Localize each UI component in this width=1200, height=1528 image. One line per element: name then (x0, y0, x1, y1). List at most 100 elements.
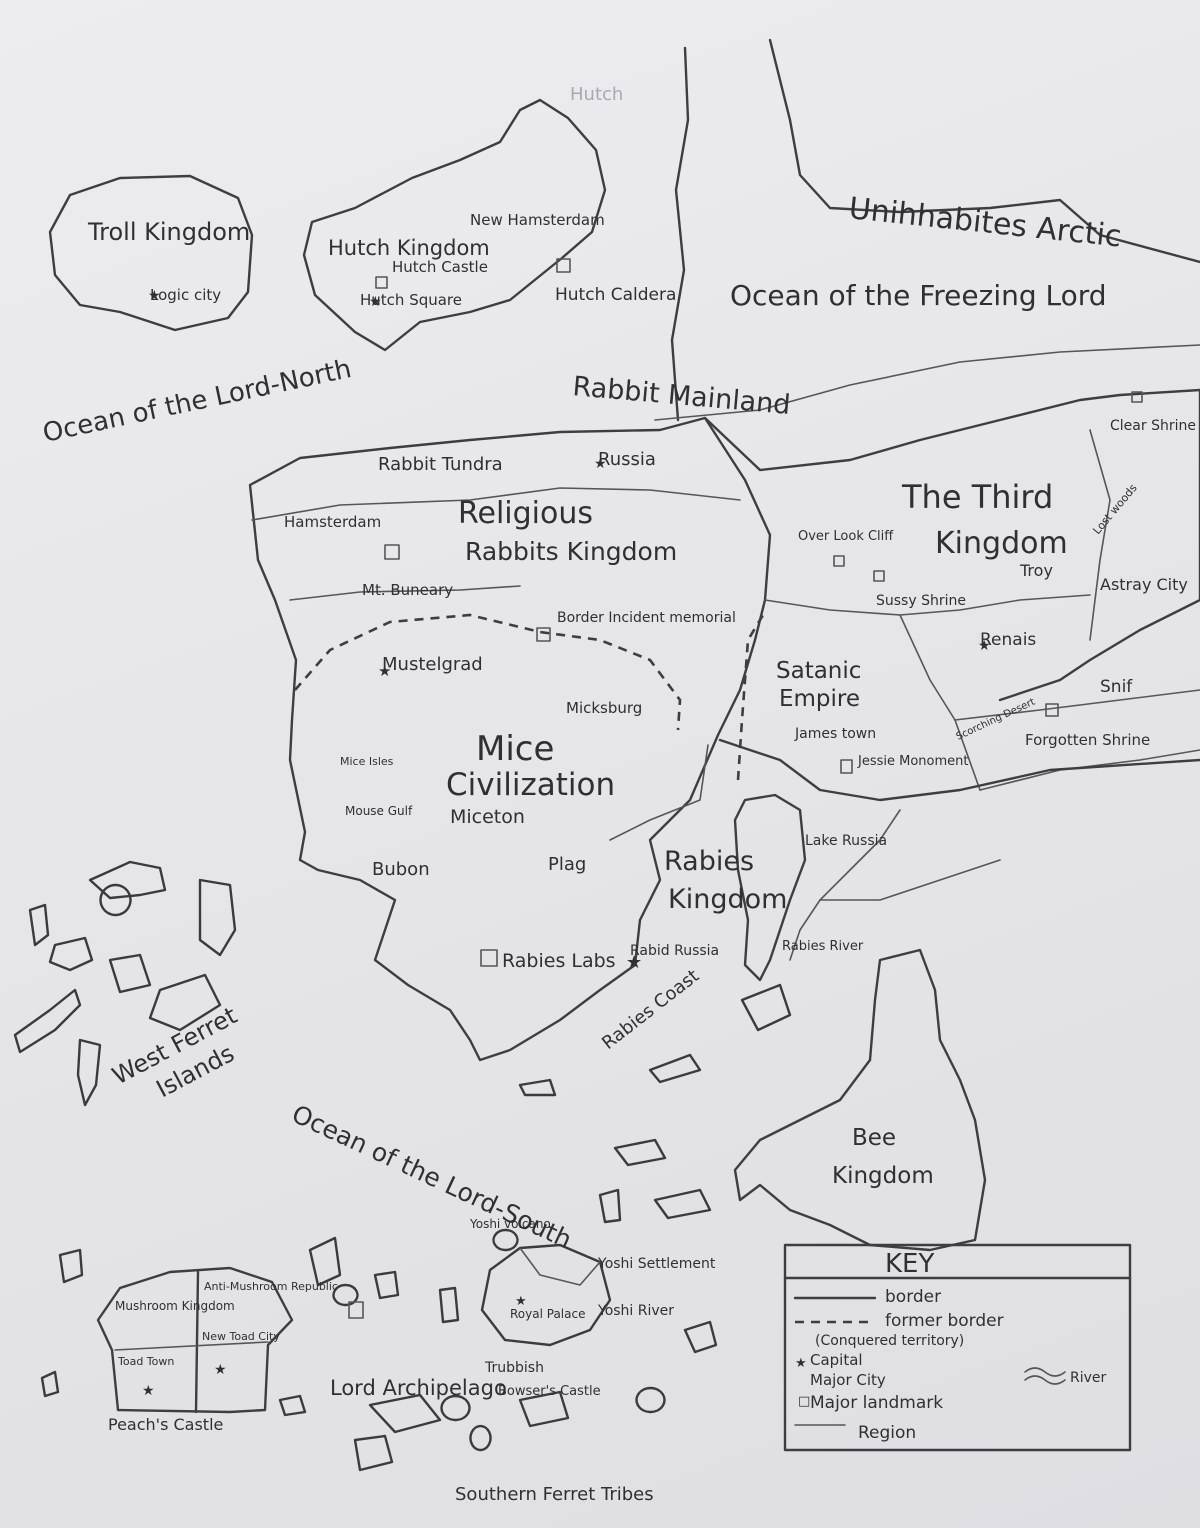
bubon-label: Bubon (372, 859, 430, 880)
rabies-border (609, 744, 709, 841)
ferret-island-3 (99, 883, 132, 917)
mt-buneary-label: Mt. Buneary (362, 581, 453, 599)
logic-city-label: Logic city (150, 286, 221, 304)
rabid-russia-label: Rabid Russia (630, 943, 719, 959)
rabies-labs-label: Rabies Labs (502, 950, 616, 972)
toad-town-label: Toad Town (117, 1355, 174, 1368)
capital-star-icon: ★ (978, 638, 991, 654)
yoshi-settlement-label: Yoshi Settlement (597, 1256, 716, 1272)
freezing-coast-line (654, 344, 1200, 421)
east-land-line (819, 859, 1001, 901)
mice-isles-label: Mice Isles (340, 755, 394, 768)
ocean-freezing-label: Ocean of the Freezing Lord (730, 279, 1107, 312)
hutch-faint-label: Hutch (570, 84, 623, 105)
snif-label: Snif (1100, 677, 1133, 697)
key-major-landmark-label: Major landmark (810, 1393, 943, 1413)
ocean-north-label: Ocean of the Lord-North (40, 354, 354, 449)
mouse-gulf-label: Mouse Gulf (345, 804, 413, 818)
lake-russia-label: Lake Russia (805, 833, 887, 849)
south-island-13 (518, 1390, 570, 1428)
troll-kingdom-island (48, 174, 254, 332)
mushroom-kingdom-label: Mushroom Kingdom (115, 1299, 235, 1313)
east-coast (718, 738, 1200, 802)
key-border-label: border (885, 1287, 941, 1307)
religious-label-2: Rabbits Kingdom (465, 537, 677, 566)
south-island-7 (683, 1320, 718, 1354)
key-river-label: River (1070, 1370, 1107, 1386)
royal-palace-label: Royal Palace (510, 1307, 585, 1321)
yoshi-river-label: Yoshi River (597, 1303, 674, 1319)
south-island-1 (518, 1078, 557, 1097)
south-island-10 (438, 1286, 460, 1324)
satanic-label-2: Empire (779, 686, 860, 712)
capital-star-icon: ★ (795, 1356, 807, 1371)
third-kingdom-label-1: The Third (901, 478, 1053, 516)
key-title: KEY (885, 1249, 934, 1279)
landmark-square-icon: □ (798, 1394, 810, 1409)
satanic-east-border (899, 614, 981, 791)
ferret-island-2 (198, 878, 237, 957)
key-region-label: Region (858, 1423, 916, 1443)
hamsterdam-label: Hamsterdam (284, 513, 381, 531)
hutch-caldera-label: Hutch Caldera (555, 285, 676, 305)
capital-star-icon: ★ (626, 952, 642, 973)
mushroom-capline (114, 1341, 269, 1351)
ferret-island-5 (48, 936, 94, 972)
yoshi-river (519, 1247, 601, 1286)
bee-kingdom-land (733, 948, 987, 1252)
new-hamsterdam-label: New Hamsterdam (470, 211, 605, 229)
rabies-kingdom-label-2: Kingdom (668, 884, 787, 915)
border-incident-label: Border Incident memorial (557, 610, 736, 626)
south-island-15 (353, 1434, 394, 1472)
key-capital-label: Capital (810, 1351, 863, 1369)
south-island-8 (308, 1236, 342, 1287)
south-island-20 (469, 1424, 492, 1452)
arctic-divider-line (670, 46, 690, 422)
astray-city-label: Astray City (1100, 575, 1188, 594)
hutch-castle-label: Hutch Castle (392, 258, 488, 276)
troy-label: Troy (1019, 561, 1053, 580)
key-major-city-label: Major City (810, 1371, 886, 1389)
east-region-line (954, 689, 1200, 721)
clear-shrine-label: Clear Shrine (1110, 418, 1196, 434)
forgotten-shrine-label: Forgotten Shrine (1025, 731, 1150, 749)
south-island-19 (40, 1370, 60, 1398)
renais-label: Renais (980, 630, 1036, 650)
capital-star-icon: ★ (369, 294, 382, 310)
former-border-mice (294, 613, 682, 731)
yoshi-island (480, 1243, 612, 1347)
capital-star-icon: ★ (594, 456, 607, 472)
over-look-cliff-label: Over Look Cliff (798, 529, 894, 544)
mushroom-island (96, 1266, 294, 1414)
rabies-river (789, 809, 901, 961)
trubbish-label: Trubbish (484, 1360, 544, 1376)
south-island-17 (368, 1393, 442, 1434)
ferret-island-1 (88, 860, 167, 900)
lord-archipelago-label: Lord Archipelago (330, 1376, 507, 1400)
religious-south-border (289, 585, 521, 601)
yoshi-volcano-label: Yoshi volcano (469, 1217, 551, 1231)
south-island-5 (740, 983, 792, 1032)
bee-kingdom-label-1: Bee (852, 1125, 896, 1151)
bee-kingdom-label-2: Kingdom (832, 1163, 934, 1189)
miceton-label: Miceton (450, 806, 525, 828)
capital-star-icon: ★ (378, 662, 391, 680)
peachs-castle-label: Peach's Castle (108, 1415, 223, 1434)
third-kingdom-outline (703, 388, 1200, 702)
ferret-island-4 (28, 903, 50, 947)
plag-label: Plag (548, 854, 586, 875)
religious-label-1: Religious (458, 496, 593, 531)
key-river-sample (1024, 1367, 1066, 1385)
bowsers-castle-label: Bowser's Castle (498, 1384, 601, 1399)
mice-label-1: Mice (476, 729, 554, 769)
anti-mushroom-label: Anti-Mushroom Republic (204, 1280, 338, 1293)
troll-kingdom-label: Troll Kingdom (87, 218, 250, 246)
south-island-16 (278, 1394, 307, 1417)
mice-label-2: Civilization (446, 767, 615, 803)
ocean-south-label: Ocean of the Lord-South (287, 1099, 576, 1254)
jamestown-label: James town (794, 726, 876, 742)
ferret-island-6 (108, 953, 152, 994)
